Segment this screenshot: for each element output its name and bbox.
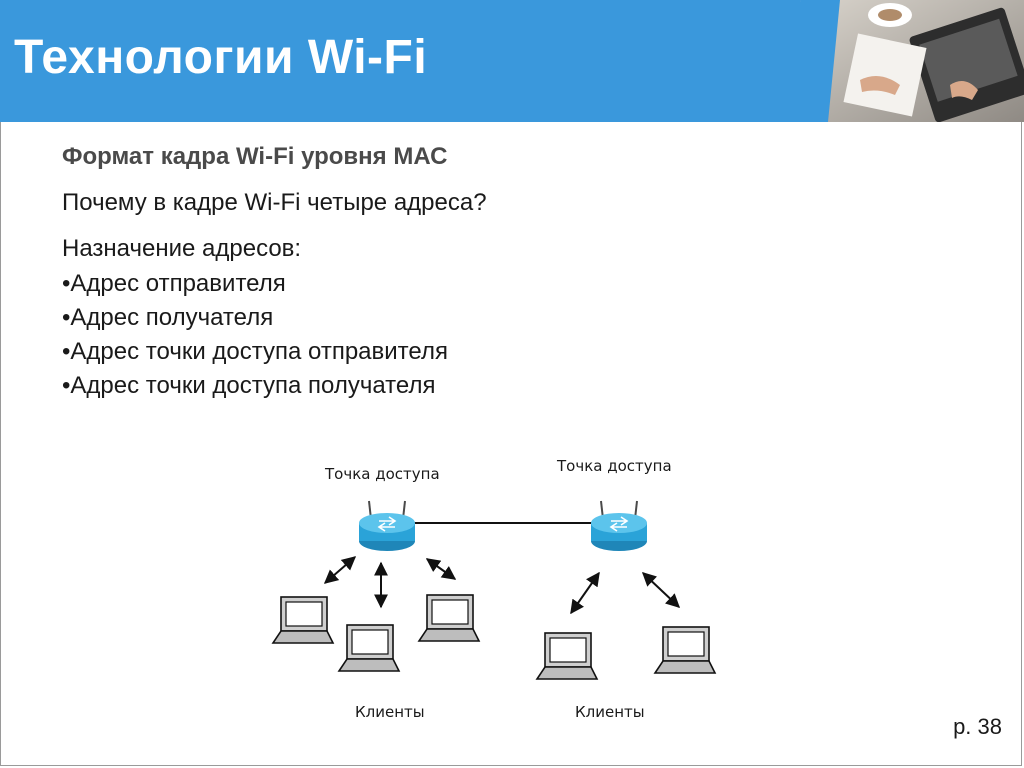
question-text: Почему в кадре Wi-Fi четыре адреса?	[62, 189, 487, 216]
laptop-icon	[654, 626, 716, 674]
clients-label-left: Клиенты	[355, 703, 425, 721]
router-icon	[358, 500, 416, 552]
list-item: •Адрес отправителя	[62, 270, 286, 297]
double-arrow-icon	[570, 571, 600, 615]
laptop-icon	[338, 624, 400, 672]
page-number: р. 38	[953, 714, 1002, 739]
slide-title: Технологии Wi-Fi	[14, 31, 428, 84]
header-bar: Технологии Wi-Fi	[0, 0, 1024, 122]
laptop-icon	[272, 596, 334, 644]
desk-photo	[800, 0, 1024, 122]
access-point-label-left: Точка доступа	[324, 465, 440, 483]
network-diagram: Точка доступа Точка доступа Клиенты Клие…	[272, 457, 716, 721]
double-arrow-icon	[641, 572, 681, 608]
subtitle: Формат кадра Wi-Fi уровня МАС	[62, 143, 448, 170]
content-text: Формат кадра Wi-Fi уровня МАС Почему в к…	[62, 143, 487, 403]
clients-label-right: Клиенты	[575, 703, 645, 721]
double-arrow-icon	[425, 558, 457, 580]
list-item: •Адрес получателя	[62, 304, 274, 331]
list-item: •Адрес точки доступа получателя	[62, 372, 436, 399]
list-item: •Адрес точки доступа отправителя	[62, 338, 448, 365]
router-icon	[590, 500, 648, 552]
access-point-label-right: Точка доступа	[556, 457, 672, 475]
laptop-icon	[418, 594, 480, 642]
laptop-icon	[536, 632, 598, 680]
double-arrow-icon	[323, 556, 357, 584]
address-list: •Адрес отправителя •Адрес получателя •Ад…	[62, 267, 487, 403]
purpose-heading: Назначение адресов:	[62, 235, 302, 262]
